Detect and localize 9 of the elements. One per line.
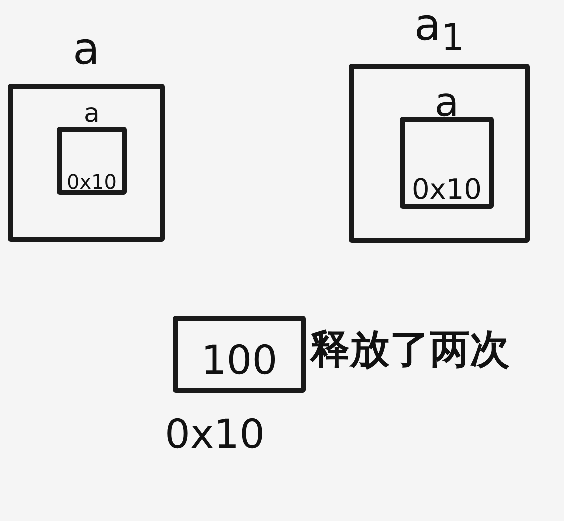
handwritten-value: 0x10 bbox=[66, 172, 118, 192]
handwritten-label: a bbox=[434, 83, 460, 123]
note-text: 释放了两次 bbox=[310, 330, 510, 370]
handwritten-label: a bbox=[72, 28, 101, 72]
handwritten-address: 0x10 bbox=[165, 415, 266, 455]
handwritten-label: a bbox=[83, 101, 101, 127]
handwritten-value: 0x10 bbox=[410, 176, 483, 204]
handwritten-value: 100 bbox=[200, 341, 279, 381]
handwritten-label: a$_{1}$ bbox=[413, 4, 466, 56]
